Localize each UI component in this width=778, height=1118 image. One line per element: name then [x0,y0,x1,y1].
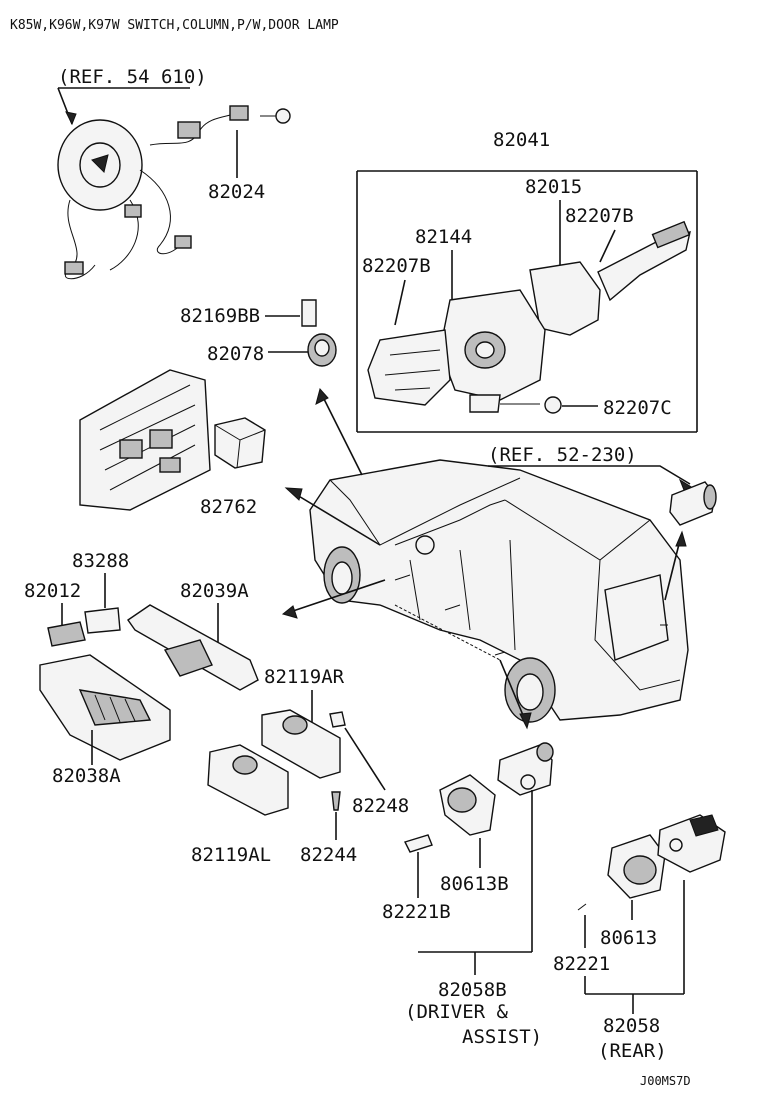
callout-arrows [281,387,687,730]
label-82078: 82078 [207,343,264,365]
label-82244: 82244 [300,844,357,866]
label-82012: 82012 [24,580,81,602]
label-driver-assist-line1: (DRIVER & [405,1001,509,1023]
label-82207B-upper: 82207B [565,205,634,227]
diagram-header: K85W,K96W,K97W SWITCH,COLUMN,P/W,DOOR LA… [10,18,339,33]
ignition-parts: 82169BB 82078 [180,299,337,367]
column-switch-group: 82041 82015 82207B 82144 82207B 82207C [356,129,698,433]
label-82207B-lower: 82207B [362,255,431,277]
label-82058B: 82058B [438,979,507,1001]
door-switch-rear: 80613 82221 82058 (REAR) [553,814,726,1062]
label-82039A: 82039A [180,580,249,602]
power-window-switches: 83288 82012 82039A 82038A 82119AR 82248 … [24,550,409,866]
label-82169BB: 82169BB [180,305,260,327]
label-82221B: 82221B [382,901,451,923]
label-ref-54-610: (REF. 54 610) [58,66,207,88]
label-80613: 80613 [600,927,657,949]
label-83288: 83288 [72,550,129,572]
label-82038A: 82038A [52,765,121,787]
label-80613B: 80613B [440,873,509,895]
label-ref-52-230: (REF. 52-230) [488,444,637,466]
label-82041: 82041 [493,129,550,151]
label-82119AL: 82119AL [191,844,271,866]
label-driver-assist-line2: ASSIST) [462,1026,542,1048]
door-switch-front: 80613B 82221B 82058B (DRIVER & ASSIST) [382,742,554,1048]
label-82015: 82015 [525,176,582,198]
label-82024: 82024 [208,181,265,203]
clock-spring-illustration: (REF. 54 610) 82024 [57,66,291,280]
label-82762: 82762 [200,496,257,518]
label-82221: 82221 [553,953,610,975]
label-82058: 82058 [603,1015,660,1037]
label-82119AR: 82119AR [264,666,345,688]
label-82144: 82144 [415,226,472,248]
room-lamp-illustration: (REF. 52-230) [488,444,717,526]
label-rear: (REAR) [598,1040,667,1062]
label-82248: 82248 [352,795,409,817]
vehicle-illustration [309,459,689,723]
diagram-code: J00MS7D [640,1074,691,1088]
label-82207C: 82207C [603,397,672,419]
relay-box-illustration: 82762 [79,369,266,518]
